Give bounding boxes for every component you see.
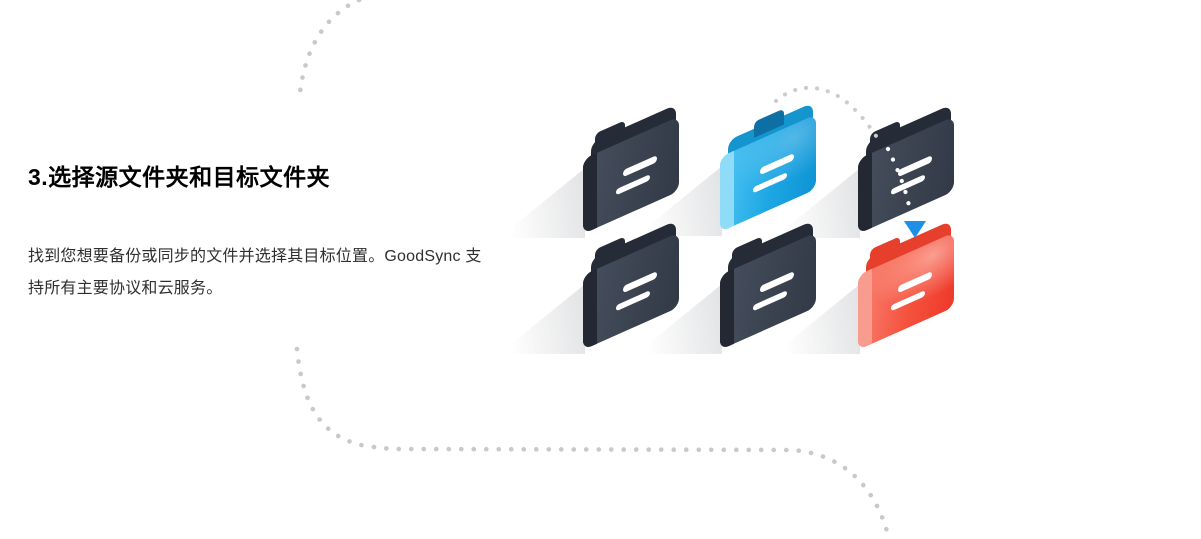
flow-vertical-dots (885, 146, 913, 214)
down-arrow-icon (904, 221, 926, 238)
flow-arc-dots (774, 85, 882, 144)
section-heading: 3.选择源文件夹和目标文件夹 (28, 164, 331, 190)
section-description: 找到您想要备份或同步的文件并选择其目标位置。GoodSync 支持所有主要协议和… (28, 248, 482, 297)
step-section: 3.选择源文件夹和目标文件夹 找到您想要备份或同步的文件并选择其目标位置。Goo… (28, 162, 498, 305)
sync-flow-overlay (774, 85, 926, 238)
